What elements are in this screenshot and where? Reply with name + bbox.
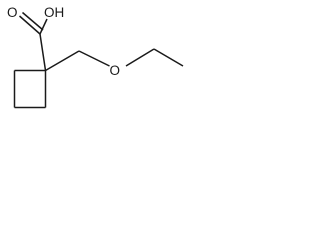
carboxyl-group: O OH [7, 5, 64, 71]
bond-ch2-to-o [78, 50, 110, 67]
bond-c-oh [39, 18, 48, 35]
bond-co-double-1 [19, 15, 41, 35]
bond-ch2-to-ch3 [153, 48, 184, 67]
bond-ring-to-ch2 [45, 50, 80, 72]
hydroxyl-label: OH [44, 5, 64, 20]
carbonyl-oxygen-label: O [7, 5, 18, 20]
bond-o-to-ch2 [125, 48, 155, 67]
ether-oxygen-label: O [110, 63, 121, 78]
bond-co-double-2 [22, 11, 44, 31]
ethoxymethyl-group: O [45, 48, 184, 78]
cyclobutane-ring [13, 69, 47, 109]
bond-ring-to-carboxyl-c [39, 33, 47, 71]
chemical-structure: O OH O [7, 5, 184, 109]
